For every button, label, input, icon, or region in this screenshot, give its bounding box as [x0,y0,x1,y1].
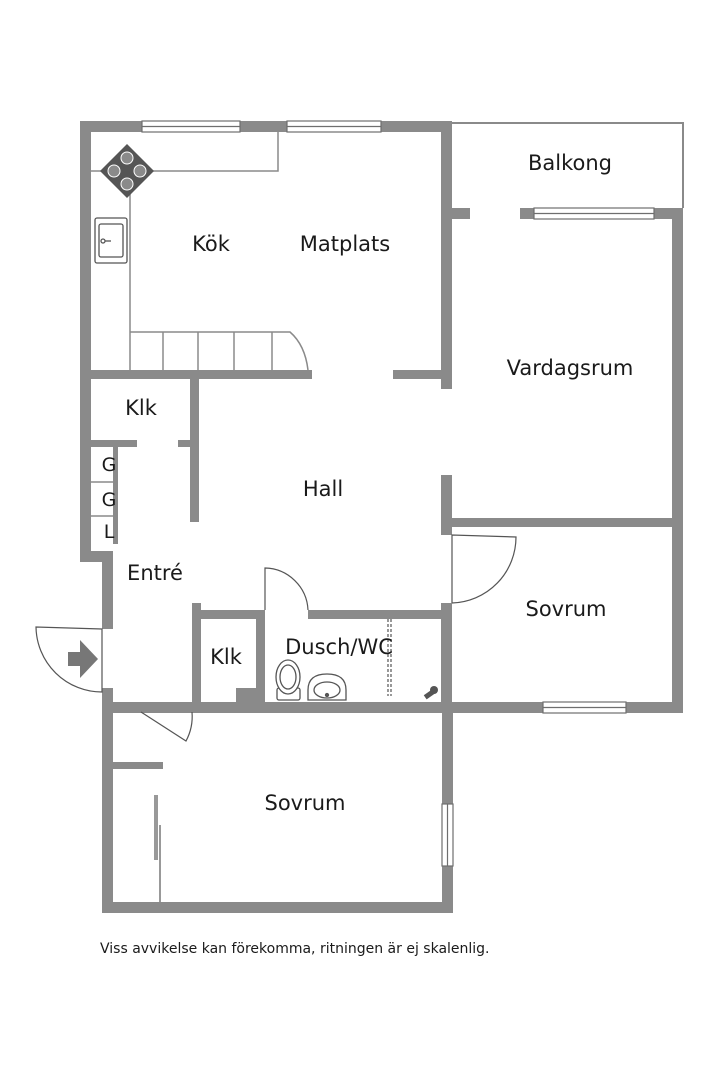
doors [35,534,517,902]
label-closet-g1: G [102,454,117,476]
toilet-icon [275,659,301,701]
disclaimer-text: Viss avvikelse kan förekomma, ritningen … [100,941,490,957]
stove-icon [100,144,154,198]
label-kok: Kök [192,232,231,256]
room-labels: Balkong Kök Matplats Vardagsrum Klk Hall… [102,151,634,815]
shower-icon [423,686,438,700]
label-vardagsrum: Vardagsrum [507,356,634,380]
label-closet-g2: G [102,489,117,511]
windows [141,120,655,867]
washbasin-icon [307,673,347,701]
label-dusch-wc: Dusch/WC [285,635,393,659]
balcony-outline [452,122,684,208]
label-balkong: Balkong [528,151,612,175]
label-entre: Entré [127,561,183,585]
entrance-arrow-icon [68,640,98,678]
label-matplats: Matplats [300,232,390,256]
label-hall: Hall [303,477,343,501]
sink-icon [94,217,128,264]
door-bedroom-right [451,534,517,604]
label-klk-bottom: Klk [210,645,243,669]
label-klk-top: Klk [125,396,158,420]
door-bedroom-bottom [140,711,193,742]
label-closet-l: L [104,521,115,543]
label-sovrum-right: Sovrum [525,597,606,621]
label-sovrum-bottom: Sovrum [264,791,345,815]
closet-boxes [91,481,113,517]
door-entrance [35,626,103,693]
door-bathroom [264,567,309,611]
